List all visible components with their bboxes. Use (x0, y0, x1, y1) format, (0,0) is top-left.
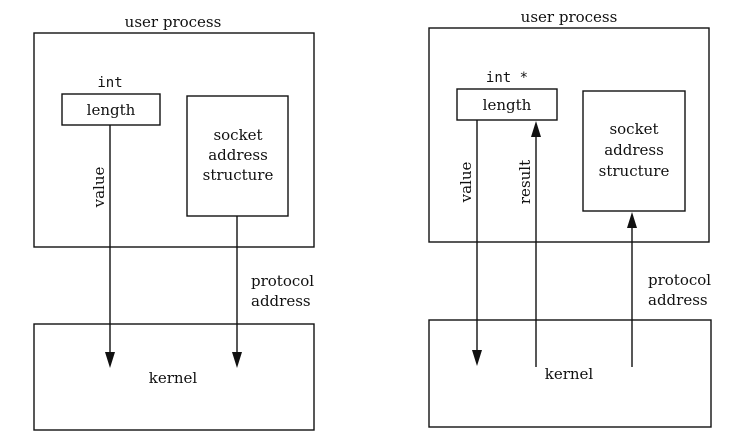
right-protocol-line2: address (648, 291, 708, 309)
right-result-arrowhead (531, 121, 541, 137)
left-panel: user process int length socket address s… (33, 13, 315, 431)
right-protocol-arrowhead (627, 212, 637, 228)
left-kernel-label: kernel (149, 369, 198, 387)
left-protocol-line2: address (251, 292, 311, 310)
right-socket-line3: structure (599, 162, 670, 180)
right-result-label: result (516, 160, 534, 204)
left-protocol-arrowhead (232, 352, 242, 368)
right-user-process-box (428, 27, 710, 243)
right-length-box (456, 88, 558, 121)
left-kernel-box (33, 323, 315, 431)
left-socket-line2: address (208, 146, 268, 164)
right-socket-line2: address (604, 141, 664, 159)
left-type-label: int (97, 75, 122, 91)
left-user-process-label: user process (125, 13, 222, 31)
left-socket-line3: structure (203, 166, 274, 184)
right-kernel-box (428, 319, 712, 428)
right-socket-line1: socket (609, 120, 658, 138)
right-user-process-label: user process (521, 8, 618, 26)
left-length-label: length (87, 101, 136, 119)
right-panel: user process int * length socket address… (428, 8, 712, 428)
right-value-arrowhead (472, 350, 482, 366)
left-value-label: value (90, 167, 108, 209)
left-protocol-line1: protocol (251, 272, 314, 290)
right-socket-address-box (582, 90, 686, 212)
right-protocol-line1: protocol (648, 271, 711, 289)
left-value-arrowhead (105, 352, 115, 368)
left-length-box (61, 93, 161, 126)
right-value-label: value (457, 162, 475, 204)
right-length-label: length (483, 96, 532, 114)
left-socket-line1: socket (213, 126, 262, 144)
left-user-process-box (33, 32, 315, 248)
right-type-label: int * (486, 70, 528, 86)
right-kernel-label: kernel (545, 365, 594, 383)
